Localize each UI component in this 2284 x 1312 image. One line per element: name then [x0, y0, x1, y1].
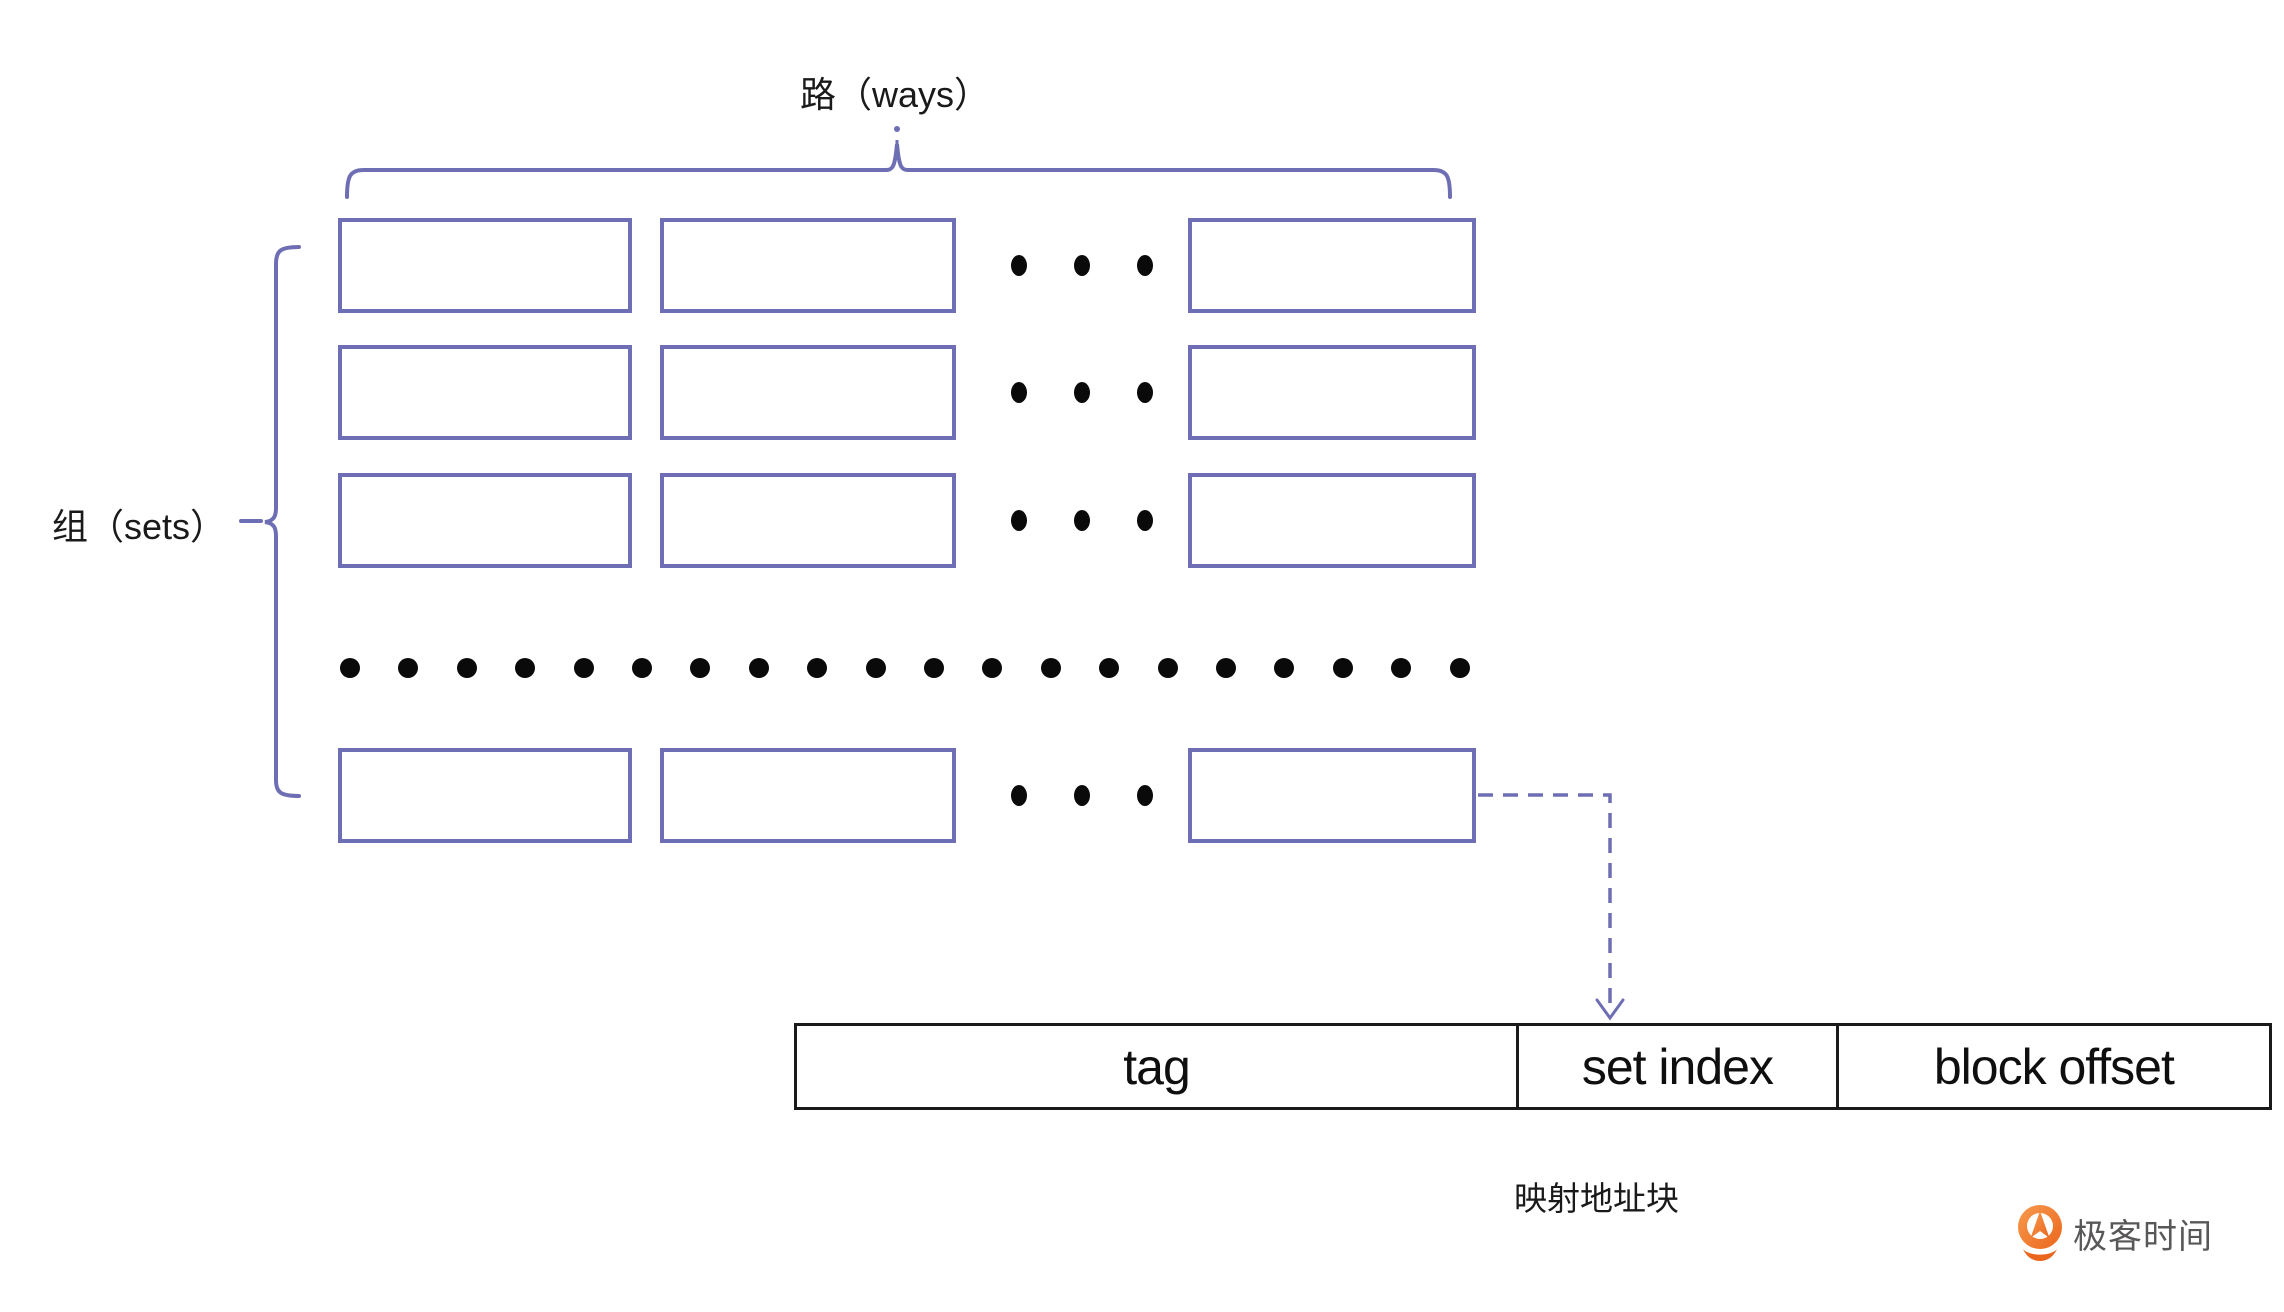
cache-block — [1188, 345, 1476, 440]
sets-ellipsis-dot — [924, 658, 944, 678]
mapping-arrowhead — [1595, 998, 1625, 1021]
sets-ellipsis-dot — [1040, 658, 1061, 678]
geektime-pin-icon — [2018, 1205, 2062, 1261]
cache-block — [338, 473, 632, 568]
cache-block — [660, 473, 956, 568]
cache-block — [1188, 218, 1476, 313]
row-ellipsis-dot — [1137, 784, 1153, 806]
sets-ellipsis-dot — [1157, 658, 1178, 678]
mapping-caption: 映射地址块 — [1514, 1180, 1679, 1217]
cache-block — [660, 748, 956, 843]
sets-ellipsis-dot — [982, 658, 1003, 678]
address-field-block-offset: block offset — [1835, 1026, 2269, 1107]
cache-block — [1188, 473, 1476, 568]
sets-ellipsis-dot — [398, 658, 419, 678]
sets-ellipsis-dot — [340, 658, 360, 678]
ways-label: 路（ways） — [799, 74, 991, 115]
cache-block — [660, 218, 956, 313]
sets-ellipsis-dot — [865, 658, 886, 678]
sets-ellipsis-dot — [632, 658, 652, 678]
mapping-connector-dashed — [1478, 793, 1612, 1012]
sets-ellipsis-dot — [573, 658, 594, 678]
row-ellipsis-dot — [1011, 784, 1027, 806]
address-field-set-index: set index — [1516, 1026, 1836, 1107]
row-ellipsis-dot — [1011, 509, 1027, 531]
sets-ellipsis-dot — [1391, 658, 1412, 678]
ways-brace — [345, 143, 1452, 199]
row-ellipsis-dot — [1137, 509, 1153, 531]
geektime-logo-text: 极客时间 — [2073, 1217, 2213, 1256]
sets-ellipsis-dot — [1449, 658, 1470, 678]
row-ellipsis-dot — [1074, 509, 1090, 531]
sets-brace — [264, 245, 301, 798]
sets-ellipsis-dot — [748, 658, 769, 678]
geektime-logo: 极客时间 — [2016, 1204, 2213, 1262]
sets-ellipsis-dot — [456, 658, 477, 678]
row-ellipsis-dot — [1011, 254, 1027, 276]
sets-ellipsis-dot — [690, 658, 711, 678]
sets-ellipsis-dot — [515, 658, 536, 678]
cache-block — [338, 345, 632, 440]
cache-block — [1188, 748, 1476, 843]
sets-label: 组（sets） — [52, 506, 227, 547]
sets-ellipsis-dot — [1274, 658, 1295, 678]
row-ellipsis-dot — [1074, 784, 1090, 806]
row-ellipsis-dot — [1074, 381, 1090, 403]
ways-brace-tick-dot — [894, 126, 900, 132]
sets-ellipsis-dot — [1216, 658, 1236, 678]
address-field-tag: tag — [1123, 1038, 1191, 1095]
sets-ellipsis-dot — [1332, 658, 1353, 678]
cache-block — [660, 345, 956, 440]
address-block-table: tag set index block offset — [794, 1023, 2272, 1110]
sets-ellipsis-dot — [807, 658, 828, 678]
row-ellipsis-dot — [1074, 254, 1090, 276]
sets-ellipsis-dot — [1099, 658, 1120, 678]
cache-block — [338, 748, 632, 843]
row-ellipsis-dot — [1011, 381, 1027, 403]
cache-block — [338, 218, 632, 313]
row-ellipsis-dot — [1137, 381, 1153, 403]
row-ellipsis-dot — [1137, 254, 1153, 276]
